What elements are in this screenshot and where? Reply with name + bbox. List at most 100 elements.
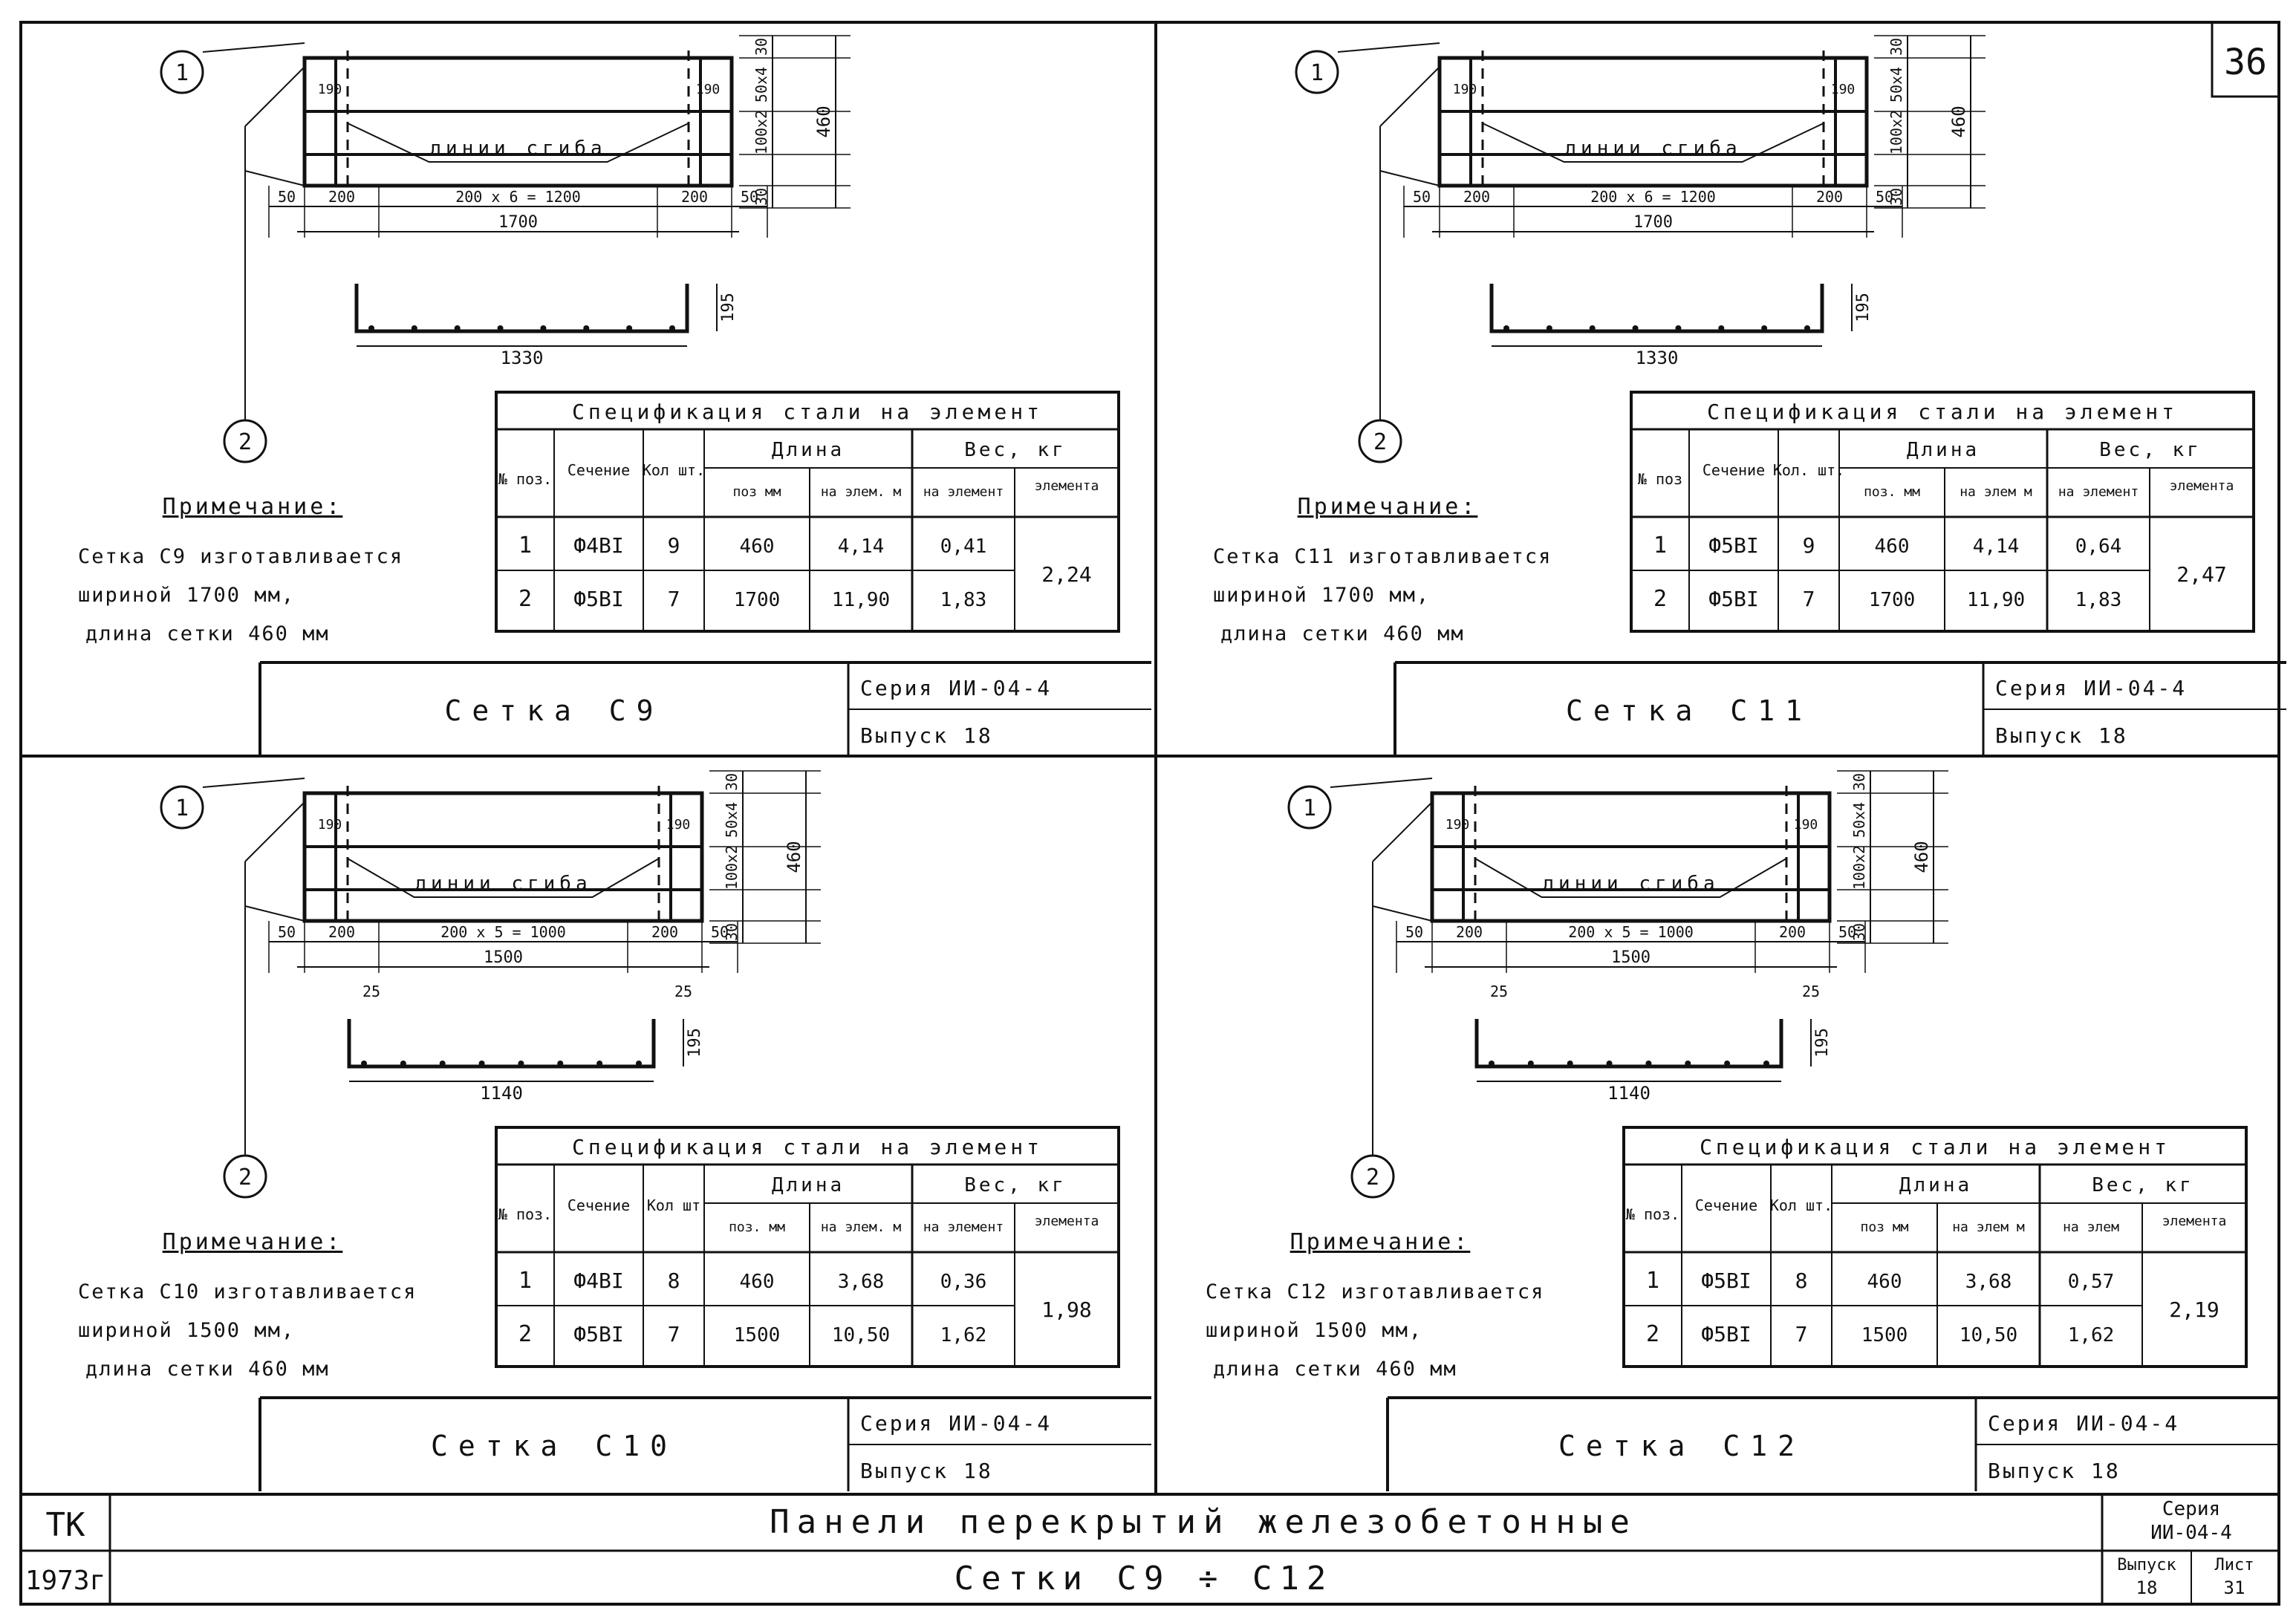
col-header-length: Длина	[772, 1174, 845, 1196]
callouts: 12	[1295, 42, 1440, 463]
col-header-length-elem: на элем. м	[821, 484, 902, 500]
bend-leader	[347, 858, 660, 898]
callout-1-number: 1	[1310, 60, 1324, 86]
title-block: ТК 1973г Панели перекрытий железобетонны…	[25, 42, 2267, 1598]
issue-label: Выпуск	[2117, 1556, 2176, 1574]
rebar-dot	[497, 325, 504, 331]
callout-2-number: 2	[238, 1165, 252, 1191]
profile-shape	[354, 284, 689, 333]
note-line: шириной 1500 мм,	[1206, 1319, 1422, 1342]
cell-length-mm: 460	[1875, 535, 1910, 558]
cell-length-m: 4,14	[1973, 535, 2020, 558]
cell-length-mm: 1700	[1869, 589, 1916, 611]
rebar-dot	[1675, 325, 1682, 331]
vertical-dimension: 30	[723, 773, 741, 791]
cell-qty: 7	[668, 587, 680, 611]
col-header-length: Длина	[1907, 439, 1980, 461]
horizontal-dimension: 50	[1405, 923, 1423, 941]
rebar-dot	[478, 1061, 485, 1066]
callouts: 12	[160, 778, 305, 1199]
callout-leader	[1379, 170, 1440, 186]
height-dimension: 460	[1948, 105, 1969, 137]
rebar-dot	[518, 1061, 524, 1066]
mesh-outline	[302, 791, 704, 923]
cell-pos: 2	[1646, 1321, 1659, 1347]
cell-weight-total: 2,47	[2176, 562, 2226, 587]
note-title: Примечание:	[163, 494, 343, 520]
note-line: длина сетки 460 мм	[1220, 622, 1465, 645]
profile-width-dimension: 1330	[1636, 348, 1679, 368]
vertical-dimension: 30	[752, 38, 770, 56]
callout-1	[160, 785, 204, 830]
note-line: Сетка С9 изготавливается	[78, 545, 403, 568]
cell-length-m: 3,68	[1965, 1271, 2012, 1293]
spec-table-title: Спецификация стали на элемент	[1700, 1135, 2170, 1159]
panel-title: Сетка С9	[444, 694, 663, 727]
note-line: длина сетки 460 мм	[85, 1358, 330, 1381]
callout-2-number: 2	[238, 429, 252, 455]
col-header-weight-elem: на элемент	[923, 1219, 1004, 1235]
bend-line-label: линии сгиба	[414, 873, 591, 895]
note-line: шириной 1500 мм,	[78, 1319, 295, 1342]
cell-weight-total: 2,24	[1041, 562, 1091, 587]
rebar-dot	[1804, 325, 1810, 331]
rebar-dot	[583, 325, 590, 331]
col-header-length-elem: на элем м	[1952, 1219, 2025, 1235]
rebar-dot	[540, 325, 547, 331]
note: Примечание:Сетка С10 изготавливаетсяшири…	[78, 1229, 415, 1381]
cell-qty: 7	[1803, 587, 1815, 611]
note-line: длина сетки 460 мм	[85, 622, 330, 645]
horizontal-dimension: 200 x 6 = 1200	[455, 188, 581, 206]
vertical-dimension: 50x4	[1850, 802, 1868, 838]
vertical-dimension: 50x4	[723, 802, 741, 838]
col-header-length: Длина	[1899, 1174, 1972, 1196]
horizontal-dimension: 50	[741, 188, 758, 206]
panel-series: Серия ИИ-04-4	[860, 676, 1052, 700]
sheet-number: 36	[2224, 42, 2267, 83]
horizontal-dimension: 200	[651, 923, 678, 941]
cell-length-m: 4,14	[838, 535, 885, 558]
rebar-dot	[636, 1061, 642, 1066]
rebar-dot	[400, 1061, 406, 1066]
cell-pos: 1	[1653, 532, 1667, 558]
col-header-length-elem: на элем. м	[821, 1219, 902, 1235]
cell-pos: 1	[518, 532, 532, 558]
horizontal-dimension: 200	[328, 923, 355, 941]
col-header-qty: Кол. шт.	[1773, 461, 1844, 479]
callout-leader	[244, 66, 305, 127]
spec-table-border	[1622, 1126, 2248, 1368]
sheet-label: Лист	[2215, 1556, 2254, 1574]
callout-leader	[202, 778, 305, 788]
cell-length-mm: 1500	[1861, 1324, 1908, 1346]
height-dimension: 460	[813, 105, 834, 137]
drawing-subtitle: Сетки С9 ÷ С12	[955, 1560, 1334, 1597]
panel-issue: Выпуск 18	[860, 723, 993, 748]
panel-issue: Выпуск 18	[860, 1459, 993, 1483]
cell-section: Ф4ВI	[573, 1268, 623, 1293]
cell-length-m: 10,50	[832, 1324, 890, 1346]
cell-weight-total: 2,19	[2169, 1297, 2219, 1322]
bend-leader	[347, 123, 689, 163]
cell-weight: 1,62	[2068, 1324, 2115, 1346]
col-header-weight-total: элемента	[2162, 1214, 2227, 1229]
bend-line-label: линии сгиба	[1542, 873, 1719, 895]
rebar-dot	[1724, 1061, 1731, 1066]
edge-dimension-left: 190	[1445, 817, 1470, 833]
callout-leader	[1372, 905, 1433, 922]
horizontal-dimension: 50	[278, 923, 296, 941]
panel-issue: Выпуск 18	[1988, 1459, 2121, 1483]
spec-table-title: Спецификация стали на элемент	[572, 1135, 1043, 1159]
profile-height-dimension: 195	[1813, 1028, 1832, 1058]
cell-pos: 1	[518, 1268, 532, 1294]
profile-height-dimension: 195	[719, 293, 738, 322]
rebar-dot	[411, 325, 417, 331]
col-header-qty: Кол шт.	[1770, 1196, 1832, 1214]
callout-1-number: 1	[1303, 795, 1316, 821]
